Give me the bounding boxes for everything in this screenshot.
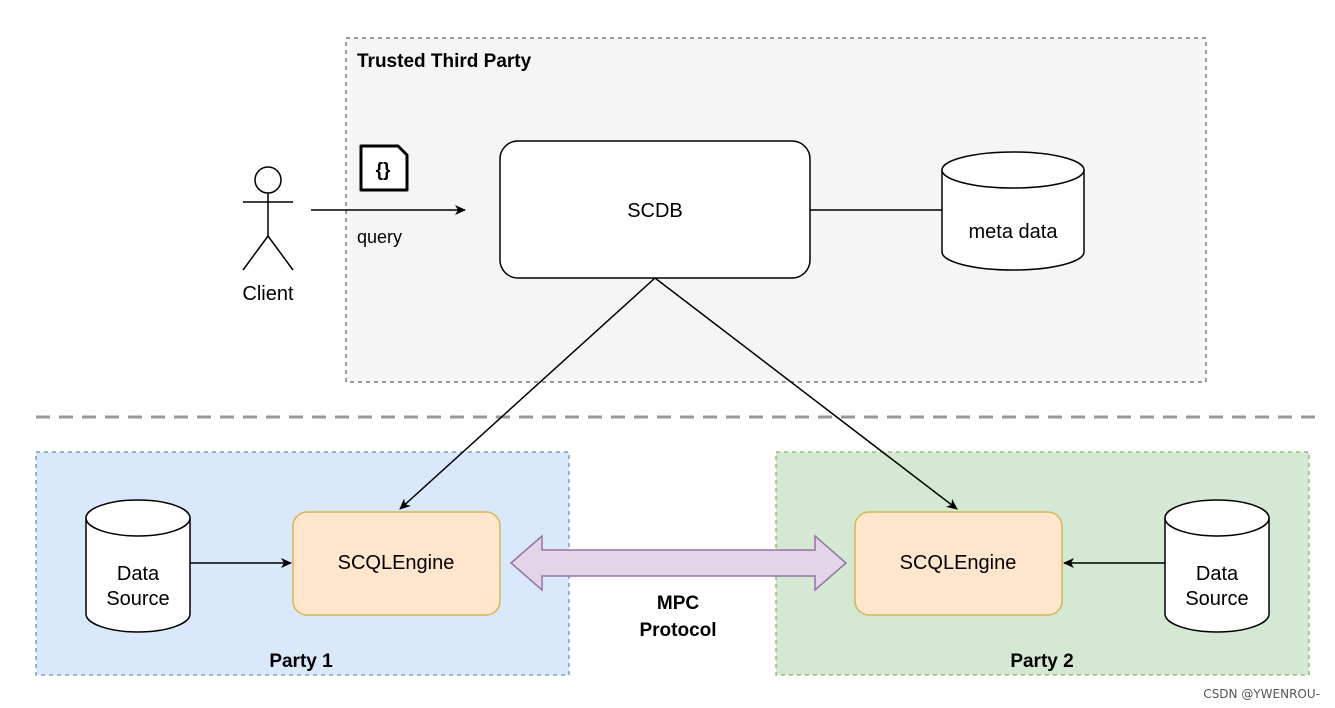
client-actor-icon (242, 166, 294, 271)
scdb-label: SCDB (627, 200, 683, 222)
party1-datasource-label-line2: Source (106, 588, 169, 610)
party1-scqlengine-label: SCQLEngine (338, 552, 455, 574)
trusted-third-party-title: Trusted Third Party (357, 51, 532, 72)
scdb-to-party2-arrow (654, 277, 958, 510)
party2-datasource-icon (1164, 499, 1270, 633)
watermark-text: CSDN @YWENROU- (1203, 687, 1320, 701)
metadata-database-icon (941, 151, 1085, 271)
party1-title: Party 1 (269, 651, 333, 672)
party2-title: Party 2 (1010, 651, 1073, 672)
metadata-label: meta data (969, 221, 1059, 243)
query-label: query (357, 227, 402, 247)
mpc-label-line1: MPC (657, 593, 700, 614)
client-label: Client (242, 283, 294, 305)
party2-datasource-label-line1: Data (1196, 563, 1239, 585)
party1-scqlengine-node (292, 511, 501, 616)
party2-scqlengine-label: SCQLEngine (900, 552, 1017, 574)
party1-datasource-label-line1: Data (117, 563, 160, 585)
scdb-to-party1-arrow (399, 277, 656, 510)
party2-datasource-label-line2: Source (1185, 588, 1248, 610)
json-document-icon: {} (359, 144, 409, 192)
mpc-double-arrow (509, 534, 848, 592)
party1-datasource-icon (85, 499, 191, 633)
mpc-label-line2: Protocol (639, 620, 716, 641)
party2-scqlengine-node (854, 511, 1063, 616)
document-glyph: {} (376, 160, 391, 181)
